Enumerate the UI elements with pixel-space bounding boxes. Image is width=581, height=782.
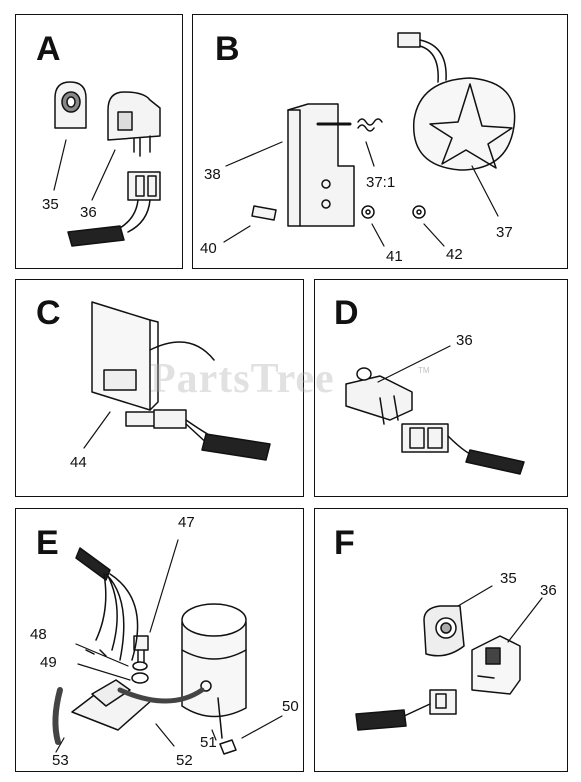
- callout-44: 44: [70, 454, 87, 471]
- callout-42: 42: [446, 246, 463, 263]
- part-44-assembly: [91, 301, 271, 461]
- panel-d-letter: D: [334, 294, 359, 332]
- panel-c-letter: C: [36, 294, 61, 332]
- callout-49: 49: [40, 654, 57, 671]
- callout-37-1: 37:1: [366, 174, 396, 191]
- part-36-switch-d: [345, 367, 525, 475]
- part-47-bolt: [133, 635, 149, 663]
- part-40-pin: [251, 205, 277, 221]
- callout-36-d: 36: [456, 332, 473, 349]
- callout-47: 47: [178, 514, 195, 531]
- part-38-bracket: [287, 103, 355, 227]
- panel-a: [15, 14, 183, 269]
- callout-41: 41: [386, 248, 403, 265]
- part-35-boot-a: [54, 81, 87, 129]
- connector-f: [355, 689, 457, 731]
- part-solenoid-e: [181, 603, 247, 718]
- callout-52: 52: [176, 752, 193, 769]
- panel-c: [15, 279, 304, 497]
- callout-51: 51: [200, 734, 217, 751]
- watermark-tm: TM: [418, 366, 430, 375]
- connector-a: [67, 171, 161, 247]
- part-53-wiring: [75, 547, 139, 661]
- panel-f-letter: F: [334, 524, 355, 562]
- callout-36-a: 36: [80, 204, 97, 221]
- callout-48: 48: [30, 626, 47, 643]
- callout-35-a: 35: [42, 196, 59, 213]
- callout-37: 37: [496, 224, 513, 241]
- callout-36-f: 36: [540, 582, 557, 599]
- leader-lines-b: [223, 141, 499, 247]
- part-35-boot-f: [423, 605, 465, 657]
- panel-a-letter: A: [36, 30, 61, 68]
- leader-lines-e: [55, 539, 283, 753]
- leader-lines-a: [53, 139, 116, 201]
- part-36-switch-f: [471, 635, 521, 695]
- leader-lines-c: [83, 411, 111, 449]
- callout-35-f: 35: [500, 570, 517, 587]
- part-37-solenoid-b: [397, 32, 516, 171]
- part-52-relay: [52, 679, 237, 755]
- panel-b-letter: B: [215, 30, 240, 68]
- callout-50: 50: [282, 698, 299, 715]
- leader-lines-d: [377, 345, 451, 383]
- part-41-washer: [361, 205, 375, 219]
- part-42-washer: [412, 205, 426, 219]
- part-48-49-washers: [131, 661, 149, 684]
- callout-53: 53: [52, 752, 69, 769]
- callout-40: 40: [200, 240, 217, 257]
- callout-38: 38: [204, 166, 221, 183]
- part-37-1-spring: [357, 118, 383, 132]
- panel-e-letter: E: [36, 524, 59, 562]
- watermark: PartsTree: [150, 356, 335, 402]
- part-36-switch-a: [107, 91, 161, 157]
- leader-lines-f: [457, 585, 543, 643]
